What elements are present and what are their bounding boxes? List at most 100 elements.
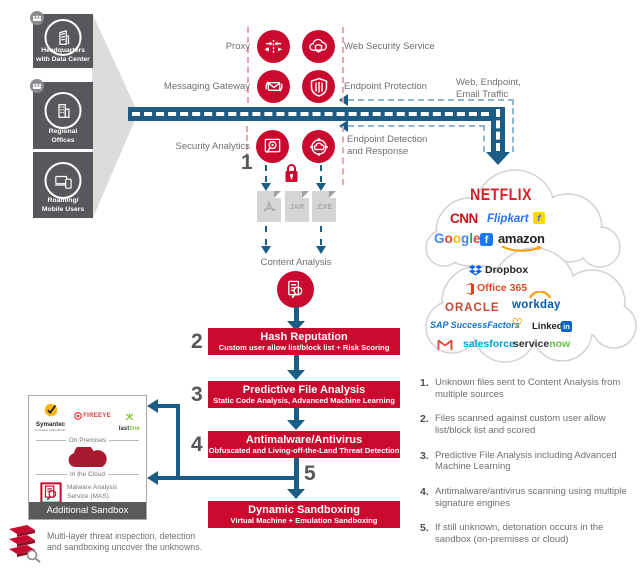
traffic-band-horizontal [128,107,505,121]
workday-logo: workday [512,299,561,311]
legend-text: Predictive File Analysis including Advan… [435,449,617,473]
separator-line [342,27,344,103]
servicenow-part2: now [549,338,571,350]
linkedin-logo: Linked [532,321,563,332]
lastline-logo: lastline [119,408,140,432]
flow-arrow [294,408,299,421]
traffic-label: Web, Endpoint, Email Traffic [456,77,521,100]
amazon-smile-icon [501,245,542,252]
legend-item: 5.If still unknown, detonation occurs in… [420,522,636,546]
offices-building-icon [44,92,82,129]
legend-text: Files scanned against custom user allow … [435,413,606,437]
users-badge-icon [30,79,44,93]
on-premises-divider: On Premises [36,437,140,445]
step-3-number: 3 [191,383,203,406]
legend-number: 3. [420,449,429,462]
dashed-branch-top-vert [512,99,514,152]
laptop-phone-icon [44,162,82,199]
content-analysis-label: Content Analysis [260,257,332,268]
step-5-number: 5 [304,462,316,485]
legend-item: 1. Unknown files sent to Content Analysis… [420,377,636,401]
servicenow-part1: service [513,338,550,350]
edr-label: Endpoint Detection and Response [347,134,428,157]
lastline-icon [125,413,134,421]
sandbox-arrow-bottom [158,476,178,480]
source-headquarters: Headquarters with Data Center [30,11,93,68]
office365-logo: Office 365 [477,282,528,294]
facebook-icon: f [480,233,493,246]
box-title: Dynamic Sandboxing [248,503,360,516]
source-roaming-users: Roaming/ Mobile Users [33,152,93,218]
multilayer-inspection-icon [9,525,41,563]
amazon-logo: amazon [498,231,545,246]
dropbox-icon [469,265,482,276]
sandbox-branch-line [178,476,296,480]
office365-icon [465,283,474,295]
arrowhead-down-icon [316,246,326,254]
arrowhead-down-icon [287,489,305,499]
symantec-check-icon [44,403,57,417]
sap-successfactors-logo: SAP SuccessFactors [430,320,520,330]
in-the-cloud-label: In the Cloud [69,471,106,479]
traffic-band-vertical [491,107,505,153]
lock-icon [283,163,300,189]
messaging-gateway-label: Messaging Gateway [163,81,250,92]
dropbox-logo: Dropbox [485,264,529,276]
dashed-arrow-line [320,226,322,245]
source-label: Headquarters with Data Center [36,47,90,63]
linkedin-in-icon: in [561,321,572,332]
content-analysis-icon [277,271,314,308]
pdf-file-icon [257,191,281,222]
predictive-file-analysis-box: Predictive File Analysis Static Code Ana… [208,381,400,408]
workday-arc-icon [528,291,552,299]
symantec-sub-label: A Division of Broadcom [35,428,67,433]
dashed-branch-bottom-vert [483,125,485,152]
source-label: Regional Offices [48,128,78,144]
sandbox-arrow-top [158,404,178,408]
sap-heart-icon: ♡ [512,316,523,330]
step-2-number: 2 [191,330,203,353]
box-title: Antimalware/Antivirus [245,433,363,446]
security-analytics-label: Security Analytics [175,141,250,152]
jar-file-label: JAR [289,202,305,211]
source-label: Roaming/ Mobile Users [41,197,85,213]
box-title: Hash Reputation [260,330,348,343]
box-subtitle: Virtual Machine + Emulation Sandboxing [230,515,378,525]
lastline-part1: last [118,425,130,432]
legend-item: 2.Files scanned against custom user allo… [420,413,636,437]
legend-item: 3. Predictive File Analysis including Adv… [420,450,636,474]
box-subtitle: Static Code Analysis, Advanced Machine L… [213,395,395,405]
box-title: Predictive File Analysis [242,383,366,396]
dashed-arrow-line [320,165,322,182]
on-premises-label: On Premises [68,437,107,445]
separator-line [342,126,344,185]
exe-file-label: .EXE [315,202,333,211]
netflix-logo: NETFLIX [470,184,532,204]
dynamic-sandboxing-box: Dynamic Sandboxing Virtual Machine + Emu… [208,501,400,528]
arrowhead-left-sandbox-icon [147,399,158,413]
box-subtitle: Custom user allow list/block list + Risk… [218,342,390,352]
saas-clouds [425,169,637,363]
hash-reputation-box: Hash Reputation Custom user allow list/b… [208,328,400,355]
cnn-logo: CNN [450,211,478,226]
jar-file-icon: JAR [285,191,309,222]
security-analytics-icon [256,130,289,163]
endpoint-protection-label: Endpoint Protection [344,81,427,92]
separator-line [246,126,248,159]
dashed-arrow-line [265,165,267,182]
legend-text: Unknown files sent to Content Analysis f… [435,377,621,400]
legend-number: 1. [420,377,429,389]
users-badge-icon [30,11,44,25]
gmail-icon [437,339,453,351]
legend-text: If still unknown, detonation occurs in t… [435,522,604,545]
mas-label: Malware Analysis Service (MAS) [67,484,118,501]
arrowhead-down-icon [261,183,271,191]
legend-text: Antimalware/antivirus scanning using mul… [435,485,627,509]
mas-icon [40,482,62,504]
legend-item: 4.Antimalware/antivirus scanning using m… [420,486,636,510]
edr-icon [302,130,335,163]
traffic-arrowhead-down-icon [486,152,510,165]
web-security-service-icon [302,30,335,63]
antimalware-antivirus-box: Antimalware/Antivirus Obfuscated and Liv… [208,431,400,458]
